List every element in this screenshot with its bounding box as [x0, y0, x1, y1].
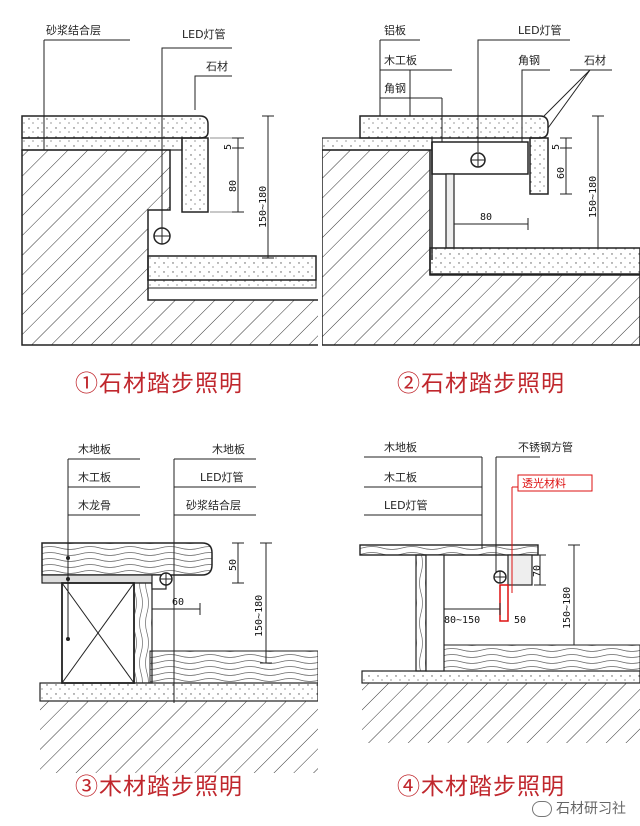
wood-board: [415, 554, 427, 672]
stone-step-section-drawing: 砂浆结合层 LED灯管 石材 5 80 150~180: [21, 23, 318, 346]
label-board: 木工板: [384, 470, 417, 484]
dim-150-180: 150~180: [588, 176, 599, 218]
label-wood-floor-right: 木地板: [212, 442, 245, 456]
lower-wood-floor: [149, 650, 318, 684]
label-wood-floor: 木地板: [384, 440, 417, 454]
caption-panel-4: ④木材踏步照明: [397, 774, 565, 800]
label-wood-floor-left: 木地板: [78, 442, 111, 456]
floor-slab: [361, 670, 640, 684]
dim-50: 50: [228, 559, 239, 571]
mortar-layer: [21, 137, 183, 151]
label-angle-2: 角钢: [384, 82, 406, 95]
dim-70: 70: [532, 565, 543, 577]
dim-60: 60: [172, 597, 184, 608]
wood-step-section-drawing: 木地板 木地板 木工板 LED灯管 木龙骨 砂浆结合层 50 60 150~18…: [39, 442, 318, 773]
wood-riser: [133, 582, 153, 684]
floor-slab: [39, 682, 318, 702]
label-steel-tube: 不锈钢方管: [518, 440, 573, 454]
stone-step-aluminum-section-drawing: 铝板 LED灯管 木工板 角钢 石材 角钢 5 60 80 150~180: [322, 23, 640, 346]
label-translucent: 透光材料: [522, 476, 566, 490]
stone-riser: [181, 137, 209, 213]
caption-panel-1: ①石材踏步照明: [75, 371, 243, 397]
dim-60: 60: [556, 167, 567, 179]
watermark: 石材研习社: [532, 798, 626, 818]
wood-tread: [41, 542, 213, 576]
label-led: LED灯管: [518, 23, 562, 37]
dim-150-180: 150~180: [254, 595, 265, 637]
caption-panel-3: ③木材踏步照明: [75, 774, 243, 800]
panel-wood-step-4: 木地板 不锈钢方管 木工板 透光材料 LED灯管 70 80~150 50 15…: [322, 413, 640, 826]
label-keel: 木龙骨: [78, 499, 111, 512]
leader-led: [161, 47, 232, 228]
dim-150-180: 150~180: [258, 186, 269, 228]
label-board: 木工板: [384, 53, 417, 67]
label-angle-1: 角钢: [518, 54, 540, 67]
label-stone: 石材: [584, 53, 606, 67]
concrete-base: [362, 683, 640, 743]
watermark-text: 石材研习社: [556, 801, 626, 817]
wood-board: [445, 173, 455, 249]
dim-5: 5: [223, 144, 234, 150]
label-aluminum: 铝板: [384, 23, 406, 37]
wechat-icon: [532, 801, 552, 817]
label-led: LED灯管: [384, 498, 428, 512]
leader-stone: [194, 75, 232, 110]
label-mortar: 砂浆结合层: [46, 23, 101, 37]
dim-80: 80: [228, 180, 239, 192]
concrete-structure: [21, 149, 318, 346]
lower-stone-tread: [147, 255, 317, 281]
stone-riser: [529, 137, 549, 195]
stone-tread: [21, 115, 209, 139]
panel-stone-step-1: 砂浆结合层 LED灯管 石材 5 80 150~180 ①石材踏步照明: [0, 0, 318, 413]
stone-tread: [359, 115, 549, 139]
wood-step-translucent-section-drawing: 木地板 不锈钢方管 木工板 透光材料 LED灯管 70 80~150 50 15…: [359, 440, 640, 743]
lower-mortar-layer: [147, 279, 317, 289]
label-mortar: 砂浆结合层: [186, 498, 241, 512]
translucent-material: [499, 584, 509, 622]
mortar-layer: [322, 137, 433, 151]
concrete-base: [40, 701, 318, 773]
dim-150-180: 150~180: [562, 587, 573, 629]
wood-tread: [359, 544, 539, 556]
dim-50: 50: [514, 615, 526, 626]
dim-80: 80: [480, 212, 492, 223]
label-led: LED灯管: [182, 27, 226, 41]
panel-wood-step-3: 木地板 木地板 木工板 LED灯管 木龙骨 砂浆结合层 50 60 150~18…: [0, 413, 318, 826]
label-board: 木工板: [78, 470, 111, 484]
label-stone: 石材: [206, 59, 228, 73]
panel-stone-step-2: 铝板 LED灯管 木工板 角钢 石材 角钢 5 60 80 150~180 ②石…: [322, 0, 640, 413]
lower-stone-tread: [429, 247, 640, 275]
dim-5: 5: [551, 144, 562, 150]
dim-80-150: 80~150: [444, 615, 480, 626]
lower-wood-floor: [443, 644, 640, 672]
label-led: LED灯管: [200, 470, 244, 484]
caption-panel-2: ②石材踏步照明: [397, 371, 565, 397]
wood-board: [41, 574, 163, 584]
